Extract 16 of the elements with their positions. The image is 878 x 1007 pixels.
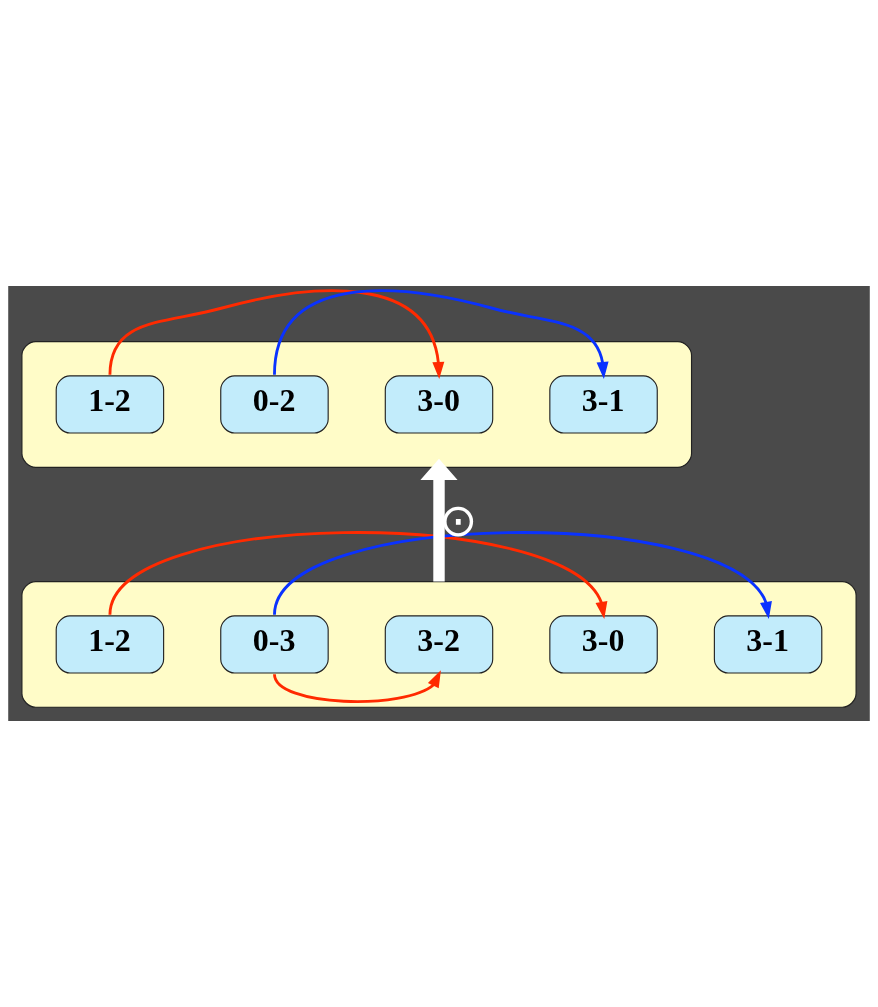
arrow: [273, 289, 609, 380]
arrow: [273, 531, 772, 619]
node-box: 3-1: [549, 375, 658, 434]
node-box: 3-2: [384, 615, 494, 674]
node-box: 1-2: [55, 615, 165, 674]
node-box: 3-0: [549, 615, 658, 674]
node-box: 0-2: [220, 375, 329, 434]
node-box: 1-2: [55, 375, 165, 434]
cluster: [21, 341, 693, 468]
arrow: [108, 289, 445, 380]
node-box: 0-3: [220, 615, 329, 674]
arrow: [273, 670, 441, 703]
node-box: 3-1: [713, 615, 823, 674]
node-box: 3-0: [384, 375, 494, 434]
cluster: [21, 581, 857, 708]
arrow: [108, 531, 608, 619]
